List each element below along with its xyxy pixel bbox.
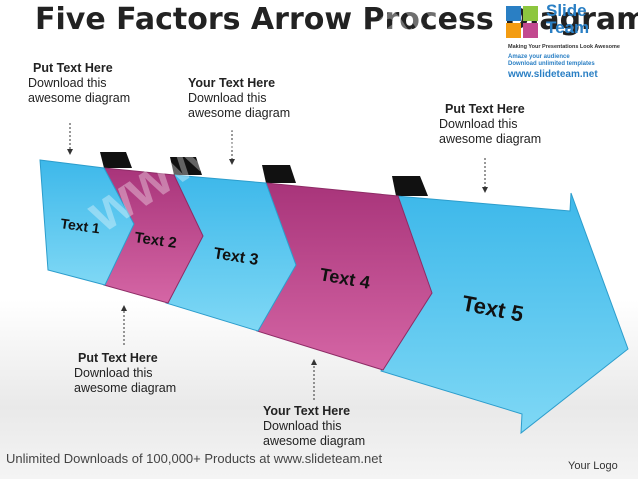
callout-4-body-line2: awesome diagram [74,381,177,395]
callout-3: Put Text Here Download this awesome diag… [439,102,541,147]
logo-tagline: Making Your Presentations Look Awesome [508,44,620,50]
logo-line2: Download unlimited templates [508,61,595,67]
callout-1-body-line2: awesome diagram [28,91,131,105]
callout-2-heading: Your Text Here [188,76,276,90]
slideteam-logo: Slide Team Making Your Presentations Loo… [500,2,638,82]
footer-text: Unlimited Downloads of 100,000+ Products… [6,451,383,466]
step-label-1: Text 1 [60,215,101,236]
logo-placeholder: Your Logo [568,460,618,472]
logo-url: www.slideteam.net [508,69,598,80]
callout-3-body-line2: awesome diagram [439,132,542,146]
logo-mark-icon [506,6,538,38]
callout-3-heading: Put Text Here [445,102,525,116]
callout-5: Your Text Here Download this awesome dia… [263,404,365,449]
callout-3-body-line1: Download this [439,117,518,131]
callout-2-body-line2: awesome diagram [188,106,291,120]
step-label-3: Text 3 [212,245,259,269]
logo-name: Slide Team [546,2,589,36]
callout-5-body-line1: Download this [263,419,342,433]
callout-1-heading: Put Text Here [33,61,113,75]
callout-2: Your Text Here Download this awesome dia… [188,76,290,121]
callout-4-body-line1: Download this [74,366,153,380]
callout-5-heading: Your Text Here [263,404,351,418]
arrow-tops [100,152,428,196]
logo-name-line1: Slide [546,1,587,20]
callout-5-body-line2: awesome diagram [263,434,366,448]
pointer-arrows [67,123,488,400]
callout-2-body-line1: Download this [188,91,267,105]
arrow-step-1 [39,159,135,286]
callout-1: Put Text Here Download this awesome diag… [28,61,130,106]
callout-1-body-line1: Download this [28,76,107,90]
logo-line1: Amaze your audience [508,54,570,60]
callout-4-heading: Put Text Here [78,351,158,365]
callout-4: Put Text Here Download this awesome diag… [74,351,176,396]
logo-name-line2: Team [546,18,590,37]
step-label-2: Text 2 [133,229,177,252]
